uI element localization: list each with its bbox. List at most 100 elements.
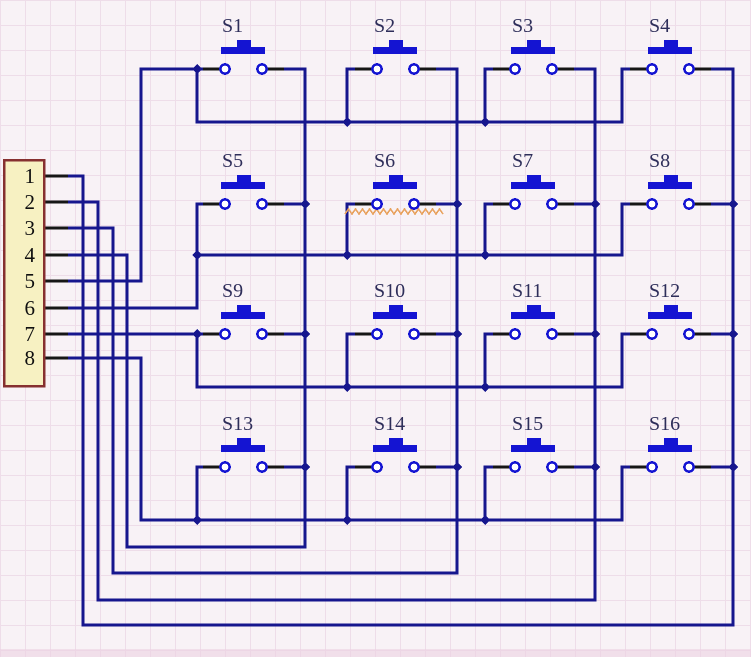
wire-net-col-2[interactable] — [66, 67, 459, 575]
switch-S8[interactable]: S8 — [630, 150, 711, 210]
pin-number-3: 3 — [25, 216, 36, 240]
wire-net-col-4[interactable] — [66, 67, 735, 627]
switch-label: S5 — [222, 150, 243, 172]
pushbutton-knob — [237, 175, 251, 182]
switch-label: S6 — [374, 150, 395, 172]
terminal-left — [509, 198, 521, 210]
switch-label: S15 — [512, 413, 543, 435]
switch-label: S1 — [222, 15, 243, 37]
connector[interactable]: 1 2 3 4 5 6 7 8 — [2, 158, 68, 388]
pushbutton-knob — [664, 305, 678, 312]
connector-pin-stubs — [44, 174, 68, 360]
switch-S12[interactable]: S12 — [630, 280, 711, 340]
terminal-right — [546, 198, 558, 210]
terminal-right — [408, 328, 420, 340]
switch-S9[interactable]: S9 — [203, 280, 284, 340]
switch-S13[interactable]: S13 — [203, 413, 284, 473]
terminal-right — [256, 63, 268, 75]
terminal-right — [683, 328, 695, 340]
pin-number-8: 8 — [25, 346, 36, 370]
terminal-left — [219, 198, 231, 210]
terminal-left — [509, 328, 521, 340]
switch-S10[interactable]: S10 — [355, 280, 436, 340]
switch-S15[interactable]: S15 — [493, 413, 574, 473]
switch-label: S16 — [649, 413, 680, 435]
terminal-right — [546, 328, 558, 340]
switch-S4[interactable]: S4 — [630, 15, 711, 75]
pushbutton-cap — [511, 182, 555, 189]
terminal-left — [371, 63, 383, 75]
switch-S2[interactable]: S2 — [355, 15, 436, 75]
wire-net-col-1[interactable] — [66, 67, 307, 549]
switch-S16[interactable]: S16 — [630, 413, 711, 473]
pin-number-4: 4 — [25, 243, 36, 267]
pushbutton-cap — [221, 445, 265, 452]
switch-label: S10 — [374, 280, 405, 302]
switch-label: S8 — [649, 150, 670, 172]
switch-label: S12 — [649, 280, 680, 302]
pushbutton-knob — [237, 305, 251, 312]
wire-net-row-4[interactable] — [66, 356, 630, 522]
terminal-left — [219, 328, 231, 340]
switch-S11[interactable]: S11 — [493, 280, 574, 340]
pushbutton-cap — [648, 182, 692, 189]
switch-S6[interactable]: S6 — [355, 150, 436, 210]
terminal-left — [371, 328, 383, 340]
terminal-right — [546, 63, 558, 75]
pushbutton-cap — [511, 47, 555, 54]
pushbutton-knob — [389, 438, 403, 445]
switch-label: S3 — [512, 15, 533, 37]
terminal-left — [509, 63, 521, 75]
switch-label: S4 — [649, 15, 670, 37]
terminal-left — [646, 328, 658, 340]
terminal-right — [683, 198, 695, 210]
pin-number-5: 5 — [25, 269, 36, 293]
terminal-right — [408, 461, 420, 473]
pushbutton-cap — [373, 182, 417, 189]
pushbutton-cap — [221, 47, 265, 54]
pin-number-1: 1 — [25, 164, 36, 188]
wire-net-col-3[interactable] — [66, 67, 597, 602]
switch-label: S14 — [374, 413, 405, 435]
terminal-right — [256, 328, 268, 340]
switch-S3[interactable]: S3 — [493, 15, 574, 75]
pushbutton-knob — [664, 175, 678, 182]
terminal-left — [219, 461, 231, 473]
pushbutton-knob — [389, 175, 403, 182]
terminal-left — [219, 63, 231, 75]
switch-label: S7 — [512, 150, 533, 172]
switch-S14[interactable]: S14 — [355, 413, 436, 473]
pushbutton-cap — [648, 445, 692, 452]
wire-net-row-1[interactable] — [66, 67, 630, 283]
terminal-left — [646, 461, 658, 473]
terminal-right — [546, 461, 558, 473]
pushbutton-knob — [237, 438, 251, 445]
terminal-right — [683, 63, 695, 75]
switch-label: S11 — [512, 280, 542, 302]
pushbutton-cap — [373, 445, 417, 452]
terminal-left — [371, 461, 383, 473]
switch-S1[interactable]: S1 — [203, 15, 284, 75]
pushbutton-cap — [221, 182, 265, 189]
terminal-right — [256, 198, 268, 210]
terminal-left — [509, 461, 521, 473]
pushbutton-cap — [511, 445, 555, 452]
pushbutton-knob — [664, 40, 678, 47]
pushbutton-knob — [389, 305, 403, 312]
switch-S7[interactable]: S7 — [493, 150, 574, 210]
wire-net-row-3[interactable] — [66, 332, 630, 389]
terminal-right — [408, 63, 420, 75]
pushbutton-knob — [527, 305, 541, 312]
terminal-left — [646, 63, 658, 75]
highlight-squiggle — [344, 207, 444, 216]
pushbutton-cap — [221, 312, 265, 319]
switch-label: S2 — [374, 15, 395, 37]
pushbutton-knob — [527, 175, 541, 182]
connector-body — [2, 158, 46, 388]
pushbutton-cap — [511, 312, 555, 319]
switch-S5[interactable]: S5 — [203, 150, 284, 210]
pin-number-2: 2 — [25, 190, 36, 214]
terminal-right — [408, 198, 420, 210]
